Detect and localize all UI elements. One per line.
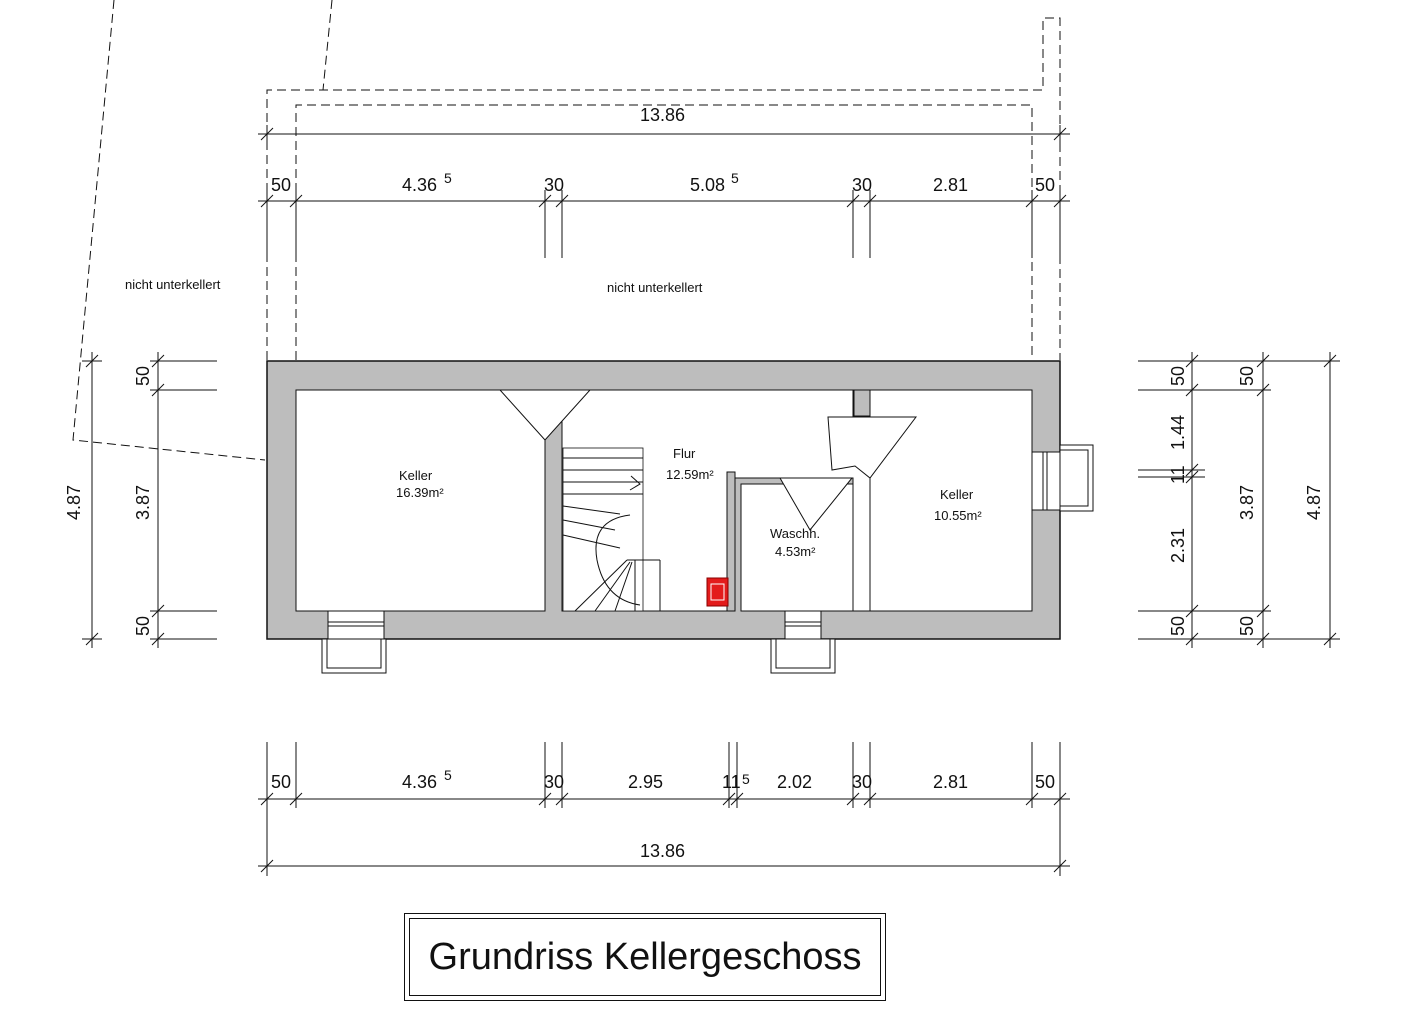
dim-top-wall-2: 30	[852, 175, 872, 195]
dim-bottom-room1: 4.36	[402, 772, 437, 792]
title-frame: Grundriss Kellergeschoss	[404, 913, 886, 1001]
dim-top-room1: 4.36	[402, 175, 437, 195]
dim-top-room2-sup: 5	[731, 170, 739, 186]
dim-bottom-wall-left: 50	[271, 772, 291, 792]
window-icon	[321, 444, 1094, 674]
dim-bottom-room1-sup: 5	[444, 767, 452, 783]
room-keller-left-name: Keller	[399, 468, 433, 483]
room-keller-left-area: 16.39m²	[396, 485, 444, 500]
note-top: nicht unterkellert	[607, 280, 703, 295]
title-frame-inner: Grundriss Kellergeschoss	[409, 918, 881, 996]
dim-right-144: 1.44	[1168, 415, 1188, 450]
stair-icon	[562, 447, 661, 612]
dim-top-room2: 5.08	[690, 175, 725, 195]
dim-bottom-wall-2: 11	[722, 772, 741, 792]
dim-right-inner-wall-top: 50	[1237, 366, 1257, 386]
dim-bottom-room3: 2.02	[777, 772, 812, 792]
dim-bottom-wall-right: 50	[1035, 772, 1055, 792]
door-swings	[498, 389, 918, 531]
dim-bottom-room2: 2.95	[628, 772, 663, 792]
dim-left-inner: 3.87	[133, 485, 153, 520]
dim-top-room1-sup: 5	[444, 170, 452, 186]
room-waschh-area: 4.53m²	[775, 544, 816, 559]
room-flur-name: Flur	[673, 446, 696, 461]
dim-top-wall-right: 50	[1035, 175, 1055, 195]
dim-bottom-overall: 13.86	[640, 841, 685, 861]
dimension-right	[1138, 352, 1340, 648]
dim-bottom-wall-2-sup: 5	[742, 771, 750, 787]
room-flur-area: 12.59m²	[666, 467, 714, 482]
dim-right-overall: 4.87	[1304, 485, 1324, 520]
room-keller-right-area: 10.55m²	[934, 508, 982, 523]
dimension-top	[258, 125, 1070, 258]
dim-bottom-room4: 2.81	[933, 772, 968, 792]
dim-left-wall-bottom: 50	[133, 616, 153, 636]
boiler-icon	[706, 577, 729, 607]
dim-top-wall-left: 50	[271, 175, 291, 195]
dimension-bottom	[258, 742, 1070, 876]
dim-top-room3: 2.81	[933, 175, 968, 195]
dim-right-inner-wall-bottom: 50	[1237, 616, 1257, 636]
room-waschh-name: Waschh.	[770, 526, 820, 541]
dim-right-11: 11	[1168, 465, 1188, 484]
dim-right-wall-top: 50	[1168, 366, 1188, 386]
dim-left-wall-top: 50	[133, 366, 153, 386]
dim-right-231: 2.31	[1168, 528, 1188, 563]
dim-left-overall: 4.87	[64, 485, 84, 520]
dimension-left	[82, 352, 217, 648]
plan-title: Grundriss Kellergeschoss	[428, 935, 862, 978]
dim-top-overall: 13.86	[640, 105, 685, 125]
room-keller-right-name: Keller	[940, 487, 974, 502]
dim-top-wall-1: 30	[544, 175, 564, 195]
dim-bottom-wall-3: 30	[852, 772, 872, 792]
note-left: nicht unterkellert	[125, 277, 221, 292]
dim-right-inner: 3.87	[1237, 485, 1257, 520]
dim-right-wall-bottom: 50	[1168, 616, 1188, 636]
dim-bottom-wall-1: 30	[544, 772, 564, 792]
